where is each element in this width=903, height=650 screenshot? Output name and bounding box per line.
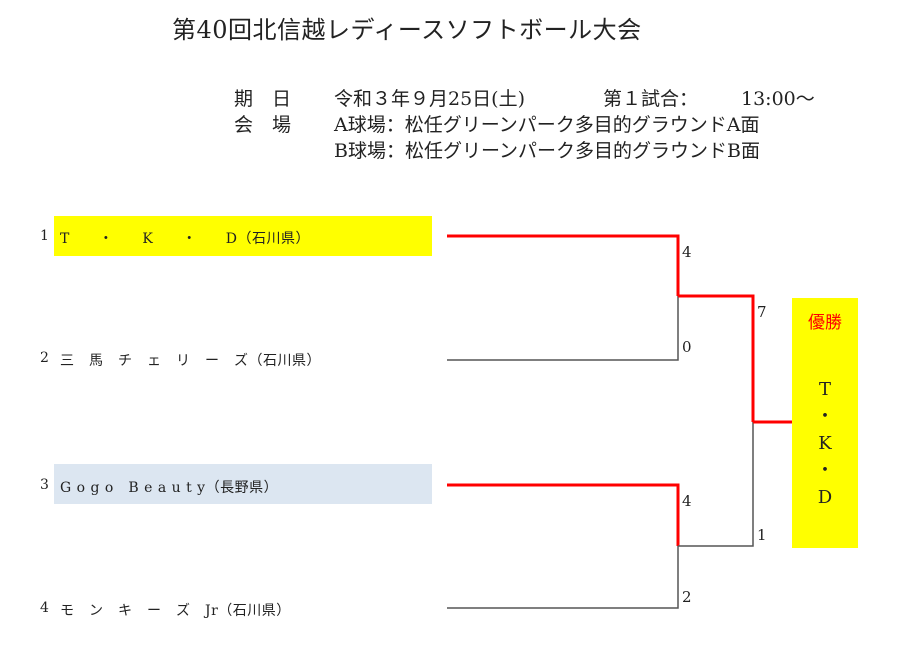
date-label: 期 日 [234,88,292,110]
team-3-seed: 3 [40,477,49,493]
match-label: 第１試合： [603,88,699,110]
champion-box: 優勝 T ・ K ・ D [792,298,858,548]
venue-label: 会 場 [234,114,292,136]
final-loser-line [678,422,754,547]
team-2-seed: 2 [40,350,49,366]
team-1-seed: 1 [40,228,49,244]
team-1-highlight [54,216,432,256]
sf1-winner-line [447,234,680,296]
champion-label: 優勝 [808,313,842,333]
venue-a: A球場：松任グリーンパーク多目的グラウンドA面 [334,114,760,136]
sf2-winner-line [447,483,680,546]
match-time: 13:00～ [741,88,815,110]
sf2-loser-line [447,546,679,609]
final-bottom-score: 1 [757,526,767,544]
sf2-bottom-score: 2 [682,588,692,606]
final-top-score: 7 [757,303,767,321]
date-value: 令和３年９月25日(土) [334,88,526,110]
sf1-bottom-score: 0 [682,338,692,356]
team-2-name: 三 馬 チ ェ リ ー ズ（石川県） [60,353,321,369]
team-1-name: T ・ K ・ D（石川県） [60,231,311,247]
team-4-seed: 4 [40,600,49,616]
champion-name: T ・ K ・ D [816,379,834,508]
team-3-highlight [54,464,432,504]
sf1-top-score: 4 [682,243,692,261]
team-4-name: モ ン キ ー ズ Jr（石川県） [60,603,291,619]
final-winner-line [678,294,755,422]
tournament-title: 第40回北信越レディースソフトボール大会 [172,16,642,44]
team-3-name: G o g o B e a u t y（長野県） [60,480,279,496]
venue-b: B球場：松任グリーンパーク多目的グラウンドB面 [334,140,760,162]
sf1-loser-line [447,296,679,361]
sf2-top-score: 4 [682,492,692,510]
